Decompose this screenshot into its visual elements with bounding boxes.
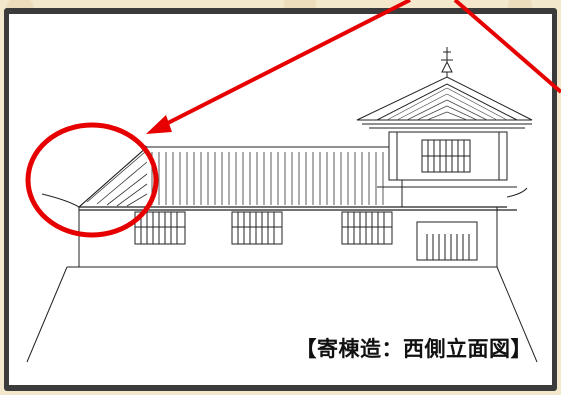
elevation-drawing: 【寄棟造：西側立面図】 — [17, 22, 544, 377]
caption-label: 【寄棟造：西側立面図】 — [295, 337, 532, 361]
building-elevation — [26, 47, 538, 363]
